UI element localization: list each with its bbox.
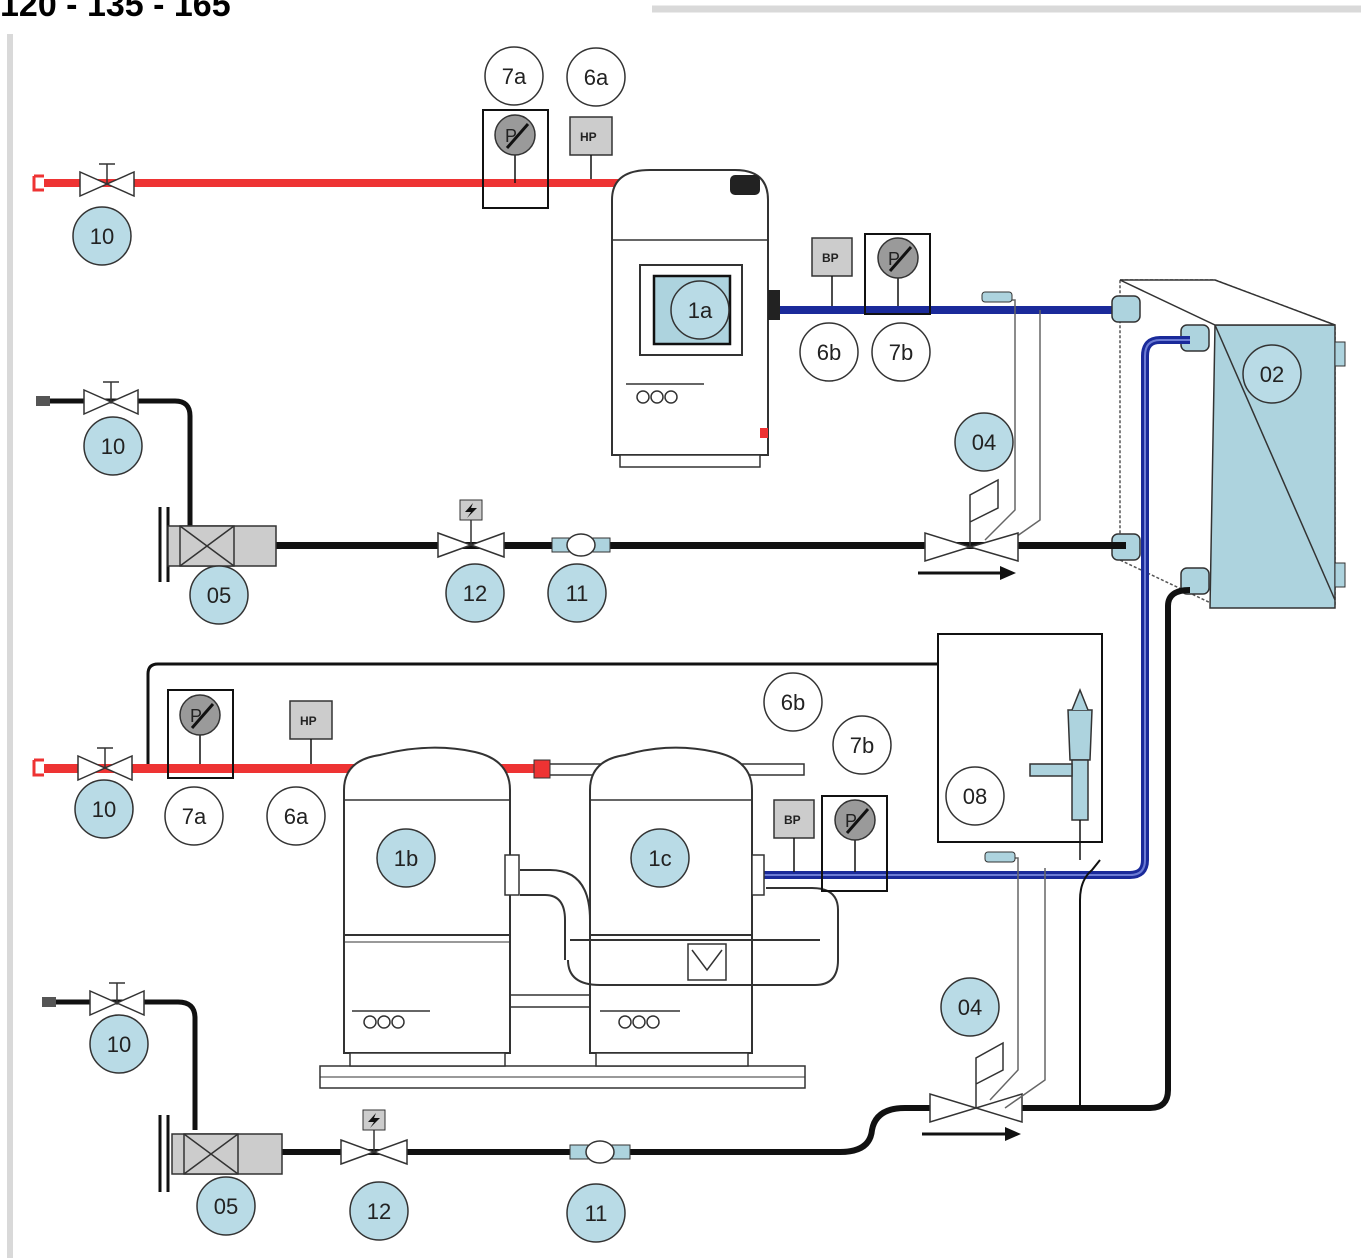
compressor-1c[interactable] [589, 746, 765, 1067]
bp-tag: BP [822, 251, 839, 265]
compressor-1b[interactable] [343, 746, 520, 1067]
expansion-valve-top[interactable] [918, 478, 1019, 580]
pressure-gauge-hp-top: P [482, 109, 549, 209]
pressure-switch-bp-bottom: BP [773, 799, 815, 872]
bp-tag: BP [784, 813, 801, 827]
label-switch-bp-bottom: 6b [781, 690, 805, 715]
label-compressor-1a: 1a [688, 298, 713, 323]
discharge-line-bottom [66, 764, 546, 773]
compressor-base-frame [319, 994, 806, 1089]
solenoid-valve-bottom[interactable] [340, 1109, 408, 1166]
compressor-logo [363, 1015, 405, 1029]
label-gauge-hp-top: 7a [502, 64, 527, 89]
liquid-return-line [1020, 587, 1191, 1111]
bulb-bottom [984, 851, 1016, 863]
label-filter-top: 05 [207, 583, 231, 608]
controller-08[interactable] [937, 633, 1103, 860]
pressure-gauge-hp-bottom: P [167, 689, 234, 779]
hp-tag: HP [580, 130, 597, 144]
liquid-line-bottom [50, 999, 198, 1130]
label-valve-1: 10 [90, 224, 114, 249]
label-gauge-bp-top: 7b [889, 340, 913, 365]
pressure-gauge-icon [877, 237, 919, 279]
label-compressor-1c: 1c [648, 846, 671, 871]
label-filter-bottom: 05 [214, 1194, 238, 1219]
pressure-switch-hp-top: HP [569, 116, 613, 179]
liquid-line-bottom-horizontal [282, 1105, 932, 1155]
pressure-switch-hp-bottom: HP [289, 700, 333, 764]
arrow-right-icon [922, 1127, 1021, 1141]
label-switch-bp-top: 6b [817, 340, 841, 365]
hand-valve-4[interactable] [89, 982, 145, 1017]
hand-valve-3[interactable] [77, 747, 133, 782]
pressure-gauge-bp-bottom: P [821, 795, 888, 892]
label-expansion-valve-bottom: 04 [958, 995, 982, 1020]
bulb-top [981, 291, 1013, 303]
page-title: 120 - 135 - 165 [0, 0, 231, 24]
label-gauge-hp-bottom: 7a [182, 804, 207, 829]
sight-glass-bottom[interactable] [569, 1140, 631, 1164]
filter-drier-top[interactable] [158, 507, 277, 582]
label-valve-3: 10 [92, 797, 116, 822]
label-valve-4: 10 [107, 1032, 131, 1057]
label-valve-2: 10 [101, 434, 125, 459]
hp-tag: HP [300, 714, 317, 728]
label-switch-hp-bottom: 6a [284, 804, 309, 829]
pressure-gauge-icon [494, 114, 536, 156]
label-exchanger-02: 02 [1260, 362, 1284, 387]
label-gauge-bp-bottom: 7b [850, 733, 874, 758]
compressor-logo [618, 1015, 660, 1029]
pressure-gauge-bp-top: P [864, 233, 931, 315]
label-expansion-valve-top: 04 [972, 430, 996, 455]
label-switch-hp-top: 6a [584, 65, 609, 90]
liquid-line-top [45, 398, 193, 530]
hand-valve-2[interactable] [83, 381, 139, 416]
label-sight-glass-top: 11 [566, 581, 589, 606]
pressure-switch-bp-top: BP [811, 237, 853, 306]
discharge-line-top-end [32, 174, 44, 192]
expansion-valve-bottom[interactable] [922, 851, 1046, 1141]
controller-capillary-line [146, 662, 1030, 772]
liquid-line-top-end [36, 396, 50, 406]
arrow-right-icon [918, 566, 1016, 580]
label-compressor-1b: 1b [394, 846, 418, 871]
label-controller-08: 08 [963, 784, 987, 809]
solenoid-valve-top[interactable] [437, 499, 505, 559]
label-solenoid-top: 12 [463, 581, 487, 606]
filter-drier-bottom[interactable] [158, 1115, 283, 1192]
liquid-line-top-horizontal [276, 542, 1126, 549]
suction-manifold [520, 869, 839, 986]
sight-glass-top[interactable] [551, 533, 611, 557]
label-sight-glass-bottom: 11 [585, 1201, 608, 1226]
compressor-logo [636, 390, 678, 404]
hand-valve-1[interactable] [79, 163, 135, 198]
label-solenoid-bottom: 12 [367, 1199, 391, 1224]
discharge-line-top [66, 179, 746, 187]
pressure-gauge-icon [834, 799, 876, 841]
suction-tee [687, 943, 727, 981]
discharge-line-top-stub [44, 179, 66, 187]
pressure-gauge-icon [179, 694, 221, 736]
suction-line-top [780, 306, 1120, 314]
